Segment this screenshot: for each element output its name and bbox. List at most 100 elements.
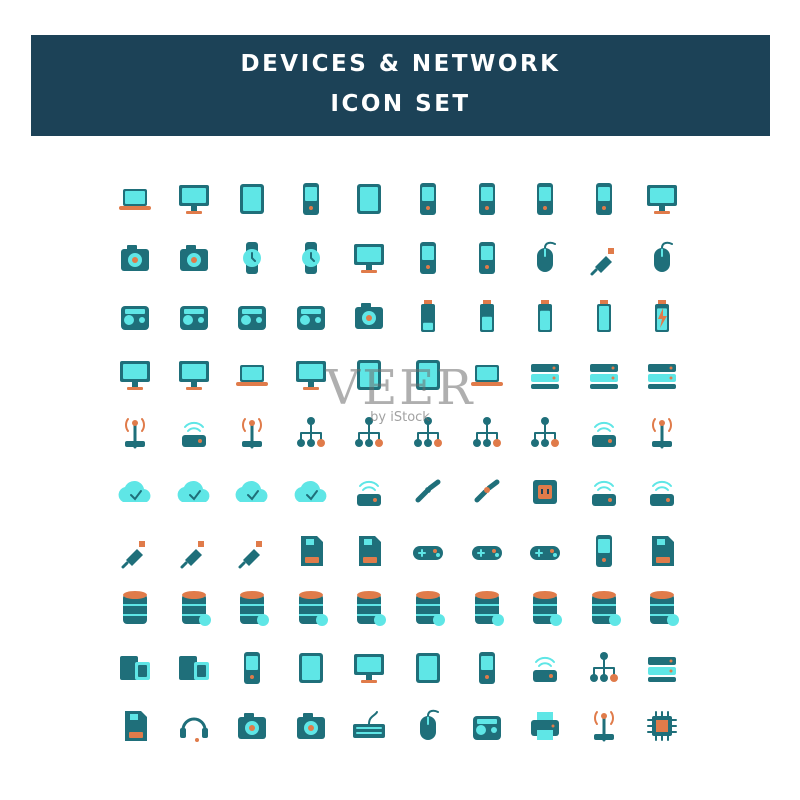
boombox-icon — [111, 292, 159, 340]
network-connection-icon — [521, 409, 569, 457]
server-stack-icon — [580, 351, 628, 399]
database-remove-icon — [580, 585, 628, 633]
usb-stick-icon — [580, 234, 628, 282]
link-icon — [404, 468, 452, 516]
device-transfer-icon — [170, 644, 218, 692]
gamepad-wired-icon — [463, 527, 511, 575]
battery-charging-icon — [638, 292, 686, 340]
tablet-wifi-landscape-icon — [404, 351, 452, 399]
device-sync-icon — [111, 644, 159, 692]
power-socket-icon — [521, 468, 569, 516]
server-rack-icon — [638, 351, 686, 399]
wifi-hub-icon — [580, 468, 628, 516]
power-plug-icon — [111, 527, 159, 575]
camcorder-icon — [228, 702, 276, 750]
pc-tower-icon — [580, 702, 628, 750]
headset-icon — [170, 702, 218, 750]
database-network-icon — [170, 585, 218, 633]
keypad-phone-icon — [521, 175, 569, 223]
wifi-signal-icon — [345, 468, 393, 516]
tablet-wifi-icon — [345, 351, 393, 399]
database-check-icon — [638, 585, 686, 633]
battery-high-icon — [521, 292, 569, 340]
laptop-open-icon — [228, 351, 276, 399]
tablet-icon — [228, 175, 276, 223]
banner-title: DEVICES & NETWORK — [240, 51, 561, 77]
database-secure-icon — [345, 585, 393, 633]
ipod-icon — [463, 644, 511, 692]
speaker-icon — [463, 702, 511, 750]
camera-icon — [111, 234, 159, 282]
cloud-check-icon — [170, 468, 218, 516]
battery-half-icon — [463, 292, 511, 340]
wifi-tower-icon — [580, 409, 628, 457]
monitor-icon — [170, 175, 218, 223]
antenna-icon — [638, 409, 686, 457]
sim-card-icon — [638, 527, 686, 575]
computer-mouse-icon — [404, 702, 452, 750]
memory-card-icon — [345, 527, 393, 575]
router-signal-icon — [228, 409, 276, 457]
tablet-landscape-icon — [345, 175, 393, 223]
camera-lens-icon — [170, 234, 218, 282]
router-antenna-icon — [111, 409, 159, 457]
battery-low-icon — [404, 292, 452, 340]
floppy-disk-icon — [111, 702, 159, 750]
database-download-icon — [521, 585, 569, 633]
network-hierarchy-icon — [345, 409, 393, 457]
smartwatch-icon — [228, 234, 276, 282]
sd-card-icon — [287, 527, 335, 575]
computer-devices-icon — [345, 644, 393, 692]
wifi-device-icon — [638, 468, 686, 516]
tablet-devices-icon — [287, 644, 335, 692]
radio-icon — [170, 292, 218, 340]
database-upload-icon — [463, 585, 511, 633]
phone-landscape-icon — [228, 644, 276, 692]
smartphone-icon — [287, 175, 335, 223]
printer-icon — [521, 702, 569, 750]
desktop-computer-icon — [170, 351, 218, 399]
usb-cable-icon — [170, 527, 218, 575]
feature-phone-icon — [463, 175, 511, 223]
media-player-earphones-icon — [463, 234, 511, 282]
database-lock-icon — [287, 585, 335, 633]
desktop-monitor-icon — [345, 234, 393, 282]
joystick-icon — [521, 527, 569, 575]
laptop-icon — [111, 175, 159, 223]
wifi-modem-icon — [521, 644, 569, 692]
plug-cable-icon — [228, 527, 276, 575]
cpu-chip-icon — [638, 702, 686, 750]
network-switch-icon — [580, 644, 628, 692]
instant-camera-icon — [345, 292, 393, 340]
game-controller-icon — [404, 527, 452, 575]
cloud-download-icon — [287, 468, 335, 516]
database-sync-icon — [228, 585, 276, 633]
laptop-wifi-icon — [463, 351, 511, 399]
network-diagram-icon — [463, 409, 511, 457]
battery-full-icon — [580, 292, 628, 340]
database-icon — [111, 585, 159, 633]
title-banner: DEVICES & NETWORK ICON SET — [31, 35, 770, 136]
smartwatch-round-icon — [287, 234, 335, 282]
cloud-error-icon — [111, 468, 159, 516]
computer-mouse-cable-icon — [521, 234, 569, 282]
network-branch-icon — [287, 409, 335, 457]
banner-subtitle: ICON SET — [330, 91, 471, 117]
mouse-icon — [638, 234, 686, 282]
mobile-phone-icon — [404, 175, 452, 223]
tv-icon — [638, 175, 686, 223]
handheld-console-icon — [580, 527, 628, 575]
small-phone-icon — [580, 175, 628, 223]
modem-icon — [638, 644, 686, 692]
retro-radio-icon — [228, 292, 276, 340]
photo-camera-icon — [287, 702, 335, 750]
monitor-blank-icon — [287, 351, 335, 399]
hard-drive-icon — [521, 351, 569, 399]
network-tree-icon — [404, 409, 452, 457]
keyboard-icon — [345, 702, 393, 750]
broken-link-icon — [463, 468, 511, 516]
database-delete-icon — [404, 585, 452, 633]
mp3-player-icon — [404, 234, 452, 282]
cloud-upload-icon — [228, 468, 276, 516]
